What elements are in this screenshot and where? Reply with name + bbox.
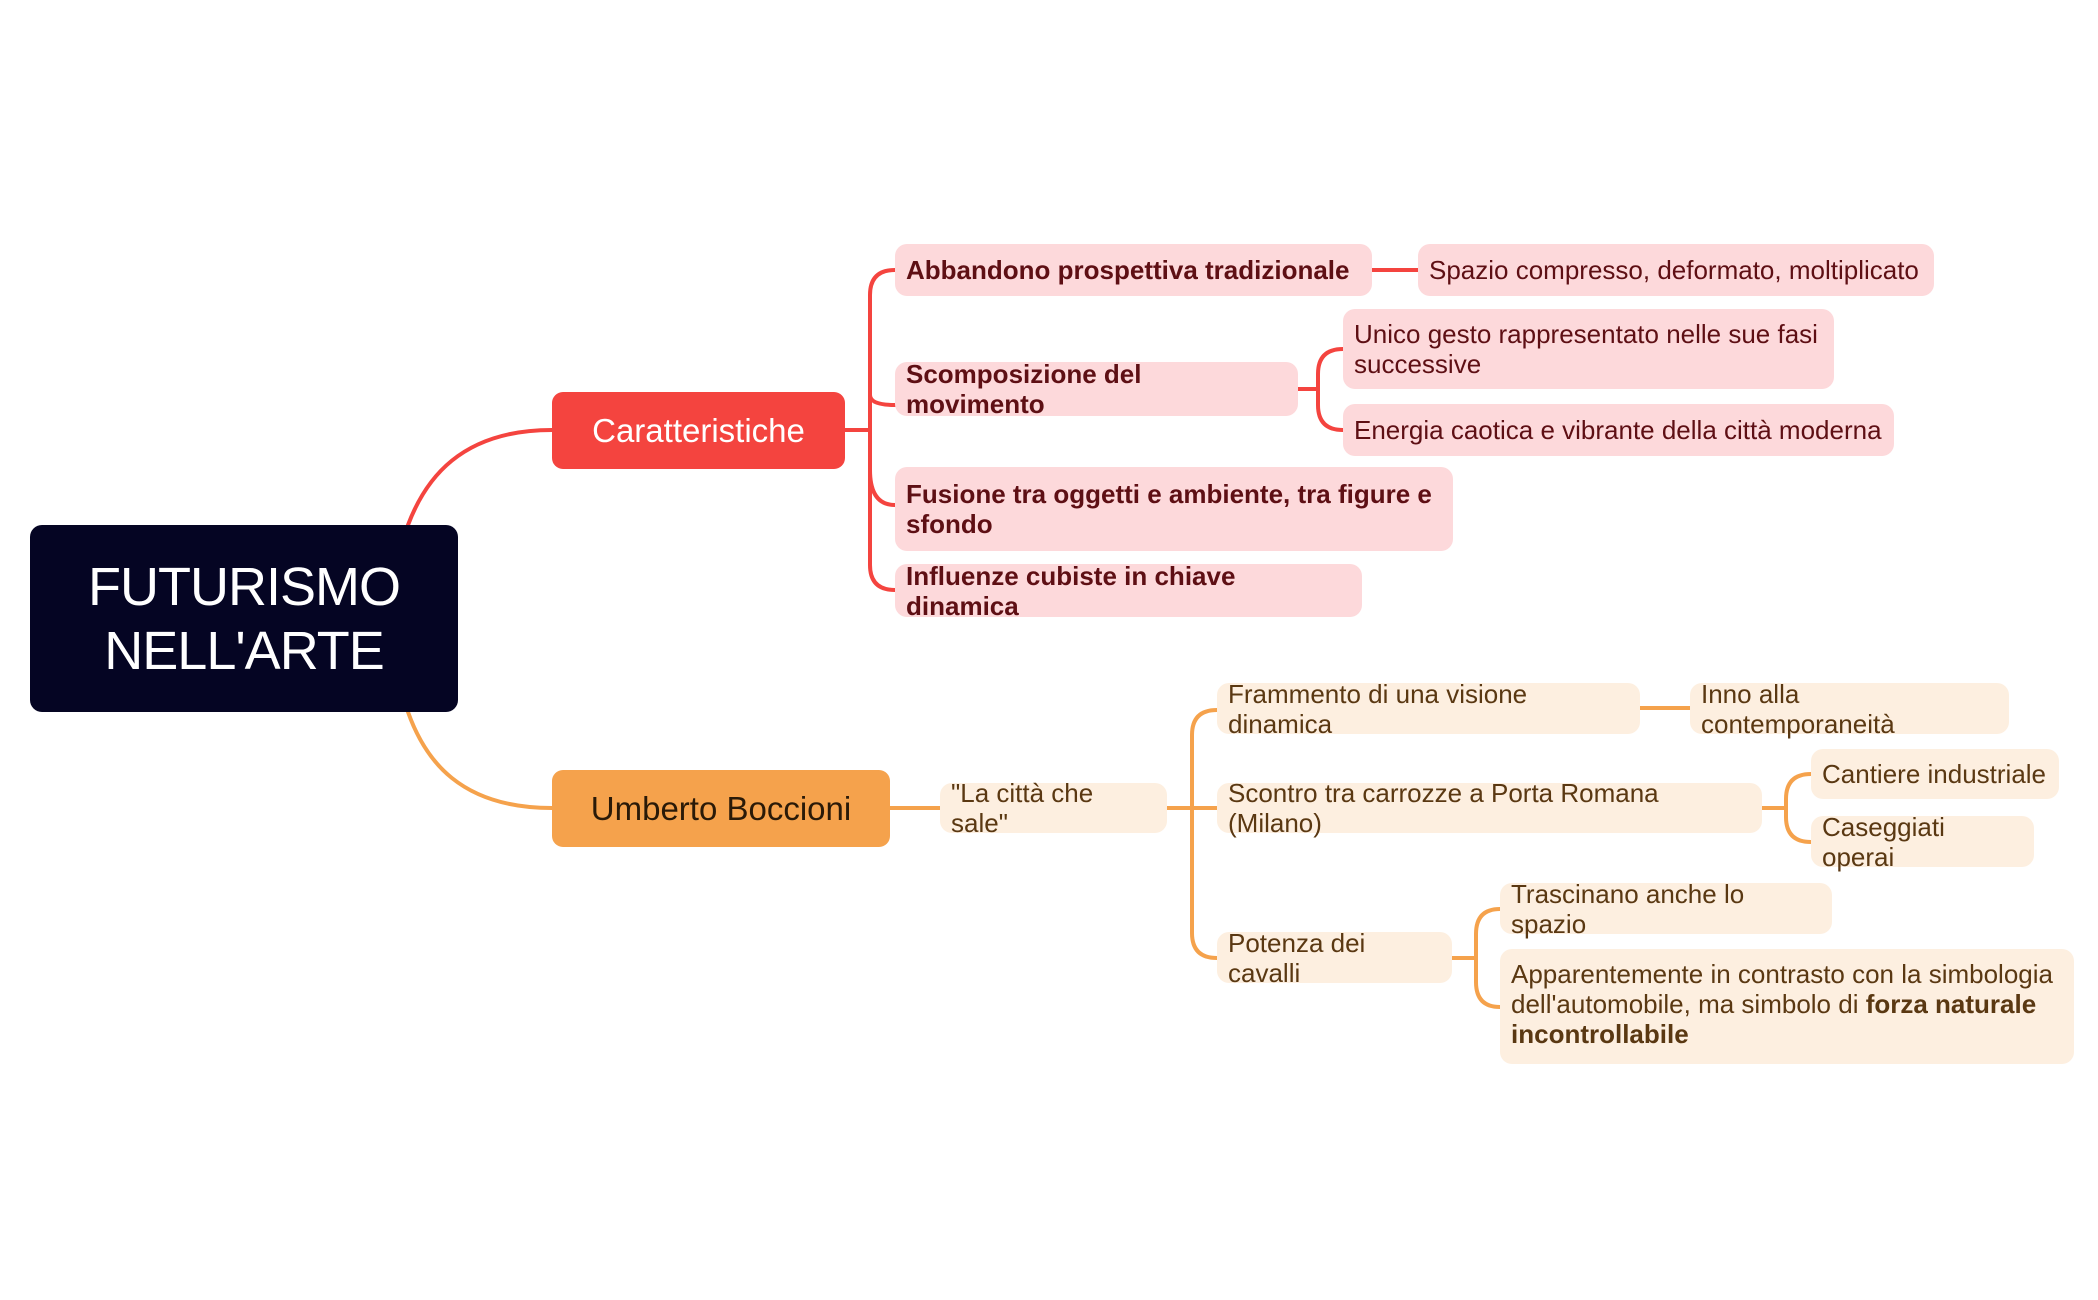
- contrast-note-text: Apparentemente in contrasto con la simbo…: [1511, 959, 2053, 1019]
- subtopic-cantiere-industriale[interactable]: Cantiere industriale: [1811, 749, 2059, 799]
- central-topic[interactable]: FUTURISMO NELL'ARTE: [30, 525, 458, 712]
- subtopic-caseggiati-operai[interactable]: Caseggiati operai: [1811, 812, 2034, 872]
- subtopic-energia-caotica[interactable]: Energia caotica e vibrante della città m…: [1343, 404, 1894, 456]
- subtopic-inno-contemporaneita[interactable]: Inno alla contemporaneità: [1690, 679, 2009, 739]
- topic-scomposizione-movimento[interactable]: Scomposizione del movimento: [895, 359, 1298, 419]
- topic-scontro-carrozze[interactable]: Scontro tra carrozze a Porta Romana (Mil…: [1217, 778, 1762, 838]
- subtopic-unico-gesto[interactable]: Unico gesto rappresentato nelle sue fasi…: [1343, 309, 1834, 389]
- topic-la-citta-che-sale[interactable]: "La città che sale": [940, 778, 1167, 838]
- branch-caratteristiche[interactable]: Caratteristiche: [552, 392, 845, 469]
- subtopic-spazio-compresso[interactable]: Spazio compresso, deformato, moltiplicat…: [1418, 244, 1934, 296]
- contrast-note-bold: forza naturale incontrollabile: [1511, 989, 2037, 1049]
- subtopic-trascinano-spazio[interactable]: Trascinano anche lo spazio: [1500, 879, 1832, 939]
- topic-frammento-visione[interactable]: Frammento di una visione dinamica: [1217, 679, 1640, 739]
- topic-abbandono-prospettiva[interactable]: Abbandono prospettiva tradizionale: [895, 244, 1372, 296]
- topic-potenza-cavalli[interactable]: Potenza dei cavalli: [1217, 928, 1452, 988]
- topic-fusione-oggetti-ambiente[interactable]: Fusione tra oggetti e ambiente, tra figu…: [895, 467, 1453, 551]
- subtopic-contrasto-automobile[interactable]: Apparentemente in contrasto con la simbo…: [1500, 949, 2074, 1064]
- topic-influenze-cubiste[interactable]: Influenze cubiste in chiave dinamica: [895, 561, 1362, 621]
- branch-umberto-boccioni[interactable]: Umberto Boccioni: [552, 770, 890, 847]
